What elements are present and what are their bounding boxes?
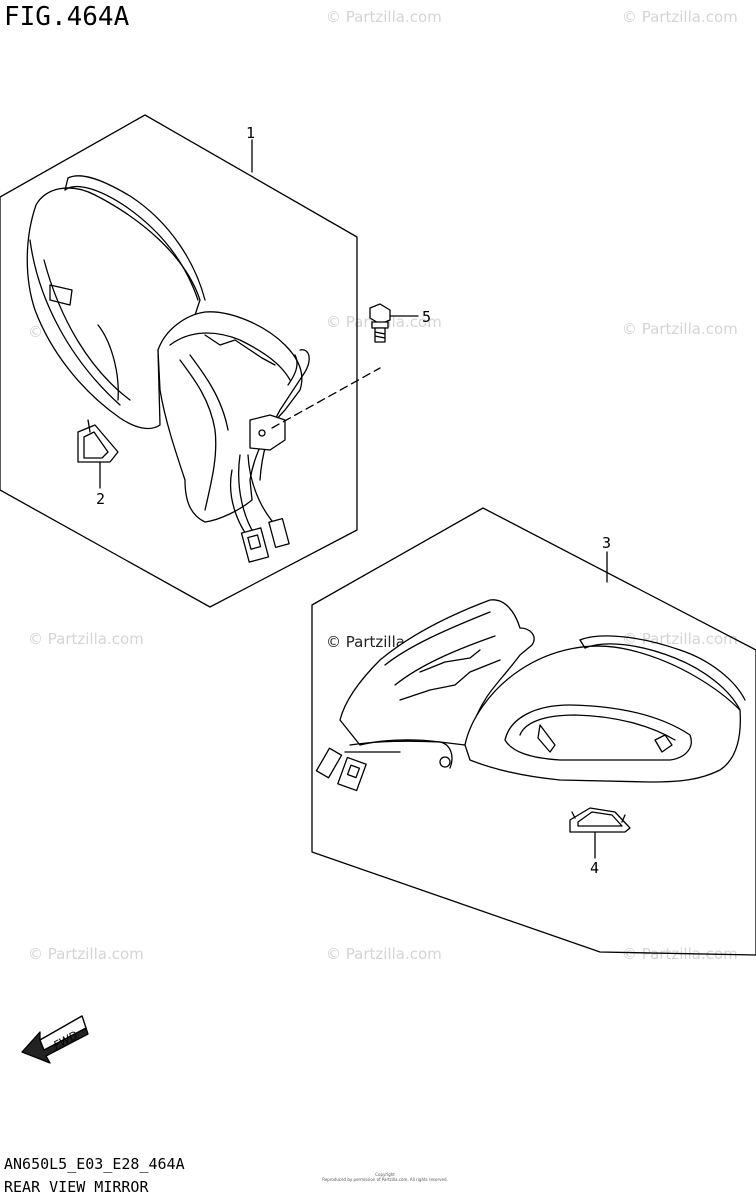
callout-3-number: 3 (602, 534, 611, 552)
copyright-notice: Copyright Reproduced by permission of Pa… (300, 1172, 470, 1182)
part-2-cover (77, 419, 119, 489)
callout-2-number: 2 (96, 490, 105, 508)
watermark: © Partzilla.com (622, 630, 738, 648)
watermark: © Partzilla.com (28, 945, 144, 963)
figure-name: REAR VIEW MIRROR (4, 1178, 149, 1196)
figure-title: FIG.464A (4, 2, 130, 32)
callout-4-number: 4 (590, 859, 599, 877)
part-5-bolt (369, 303, 419, 343)
watermark: © Partzilla.com (622, 320, 738, 338)
copyright-line-1: Copyright (375, 1172, 395, 1177)
callout-1-number: 1 (246, 124, 255, 142)
fwd-arrow-icon: FWD (21, 1015, 89, 1064)
right-mirror-drawing (315, 599, 746, 792)
part-4-cover (569, 807, 631, 859)
watermark: © Partzilla.com (326, 8, 442, 26)
callout-5-number: 5 (422, 308, 431, 326)
model-code: AN650L5_E03_E28_464A (4, 1155, 185, 1173)
assembly-3-box (311, 507, 756, 956)
watermark: © Partzilla.com (326, 945, 442, 963)
left-mirror-drawing (26, 175, 381, 563)
copyright-line-2: Reproduced by permission of Partzilla.co… (322, 1177, 448, 1182)
assembly-1-box (0, 114, 358, 608)
watermark: © Partzilla.com (28, 630, 144, 648)
watermark: © Partzilla.com (622, 8, 738, 26)
